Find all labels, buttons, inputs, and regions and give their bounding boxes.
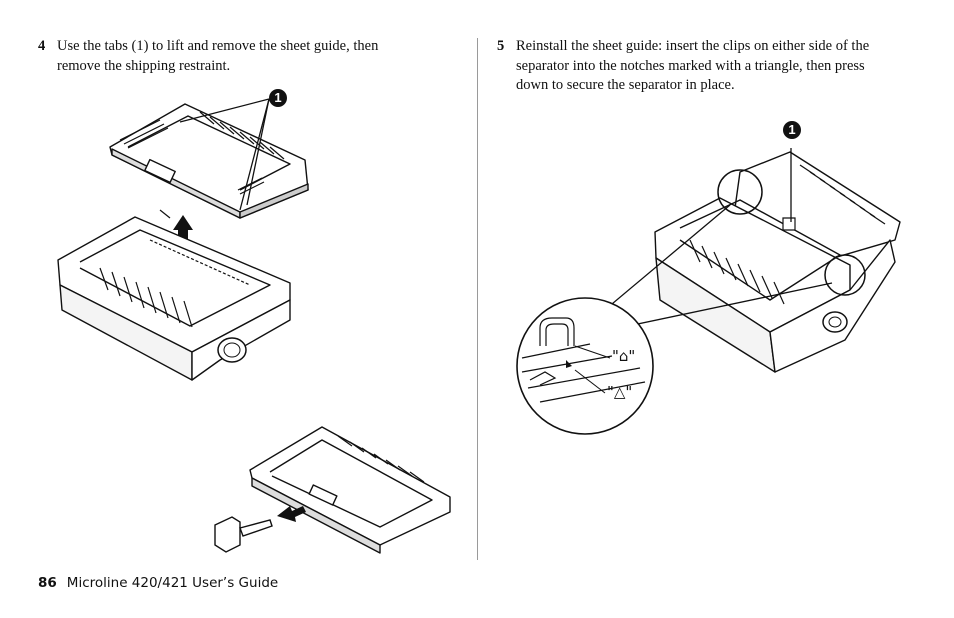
shipping-restraint-icon (215, 517, 272, 552)
step-text-line: remove the shipping restraint. (57, 57, 231, 74)
restraint-removal-illustration (250, 427, 450, 553)
page-footer: 86 Microline 420/421 User’s Guide (38, 575, 278, 591)
step-number: 4 (38, 38, 46, 54)
platen-knob-icon (218, 338, 246, 362)
notch-detail-circle (517, 298, 653, 434)
step-text-line: Use the tabs (1) to lift and remove the … (57, 38, 379, 54)
sheet-guide-installed-illustration (655, 152, 900, 372)
guide-title: Microline 420/421 User’s Guide (66, 575, 279, 591)
clip-callout-marker: 1 (783, 121, 801, 139)
clip-highlight-circle (825, 255, 865, 295)
notch-symbol-upper: "⌂" (612, 347, 636, 365)
page-number: 86 (38, 575, 57, 591)
remove-arrow-icon (277, 506, 306, 522)
column-divider (477, 38, 478, 560)
tab-callout-marker: 1 (269, 89, 287, 107)
step-text-line: down to secure the separator in place. (516, 77, 735, 93)
step-number: 5 (497, 38, 505, 54)
tab-callout-lines (180, 99, 269, 210)
step-text-line: separator into the notches marked with a… (516, 57, 865, 74)
notch-symbol-lower: "△" (607, 383, 633, 401)
clip-highlight-circle (718, 170, 762, 214)
step-text-line: Reinstall the sheet guide: insert the cl… (516, 38, 870, 54)
platen-knob-icon (823, 312, 847, 332)
